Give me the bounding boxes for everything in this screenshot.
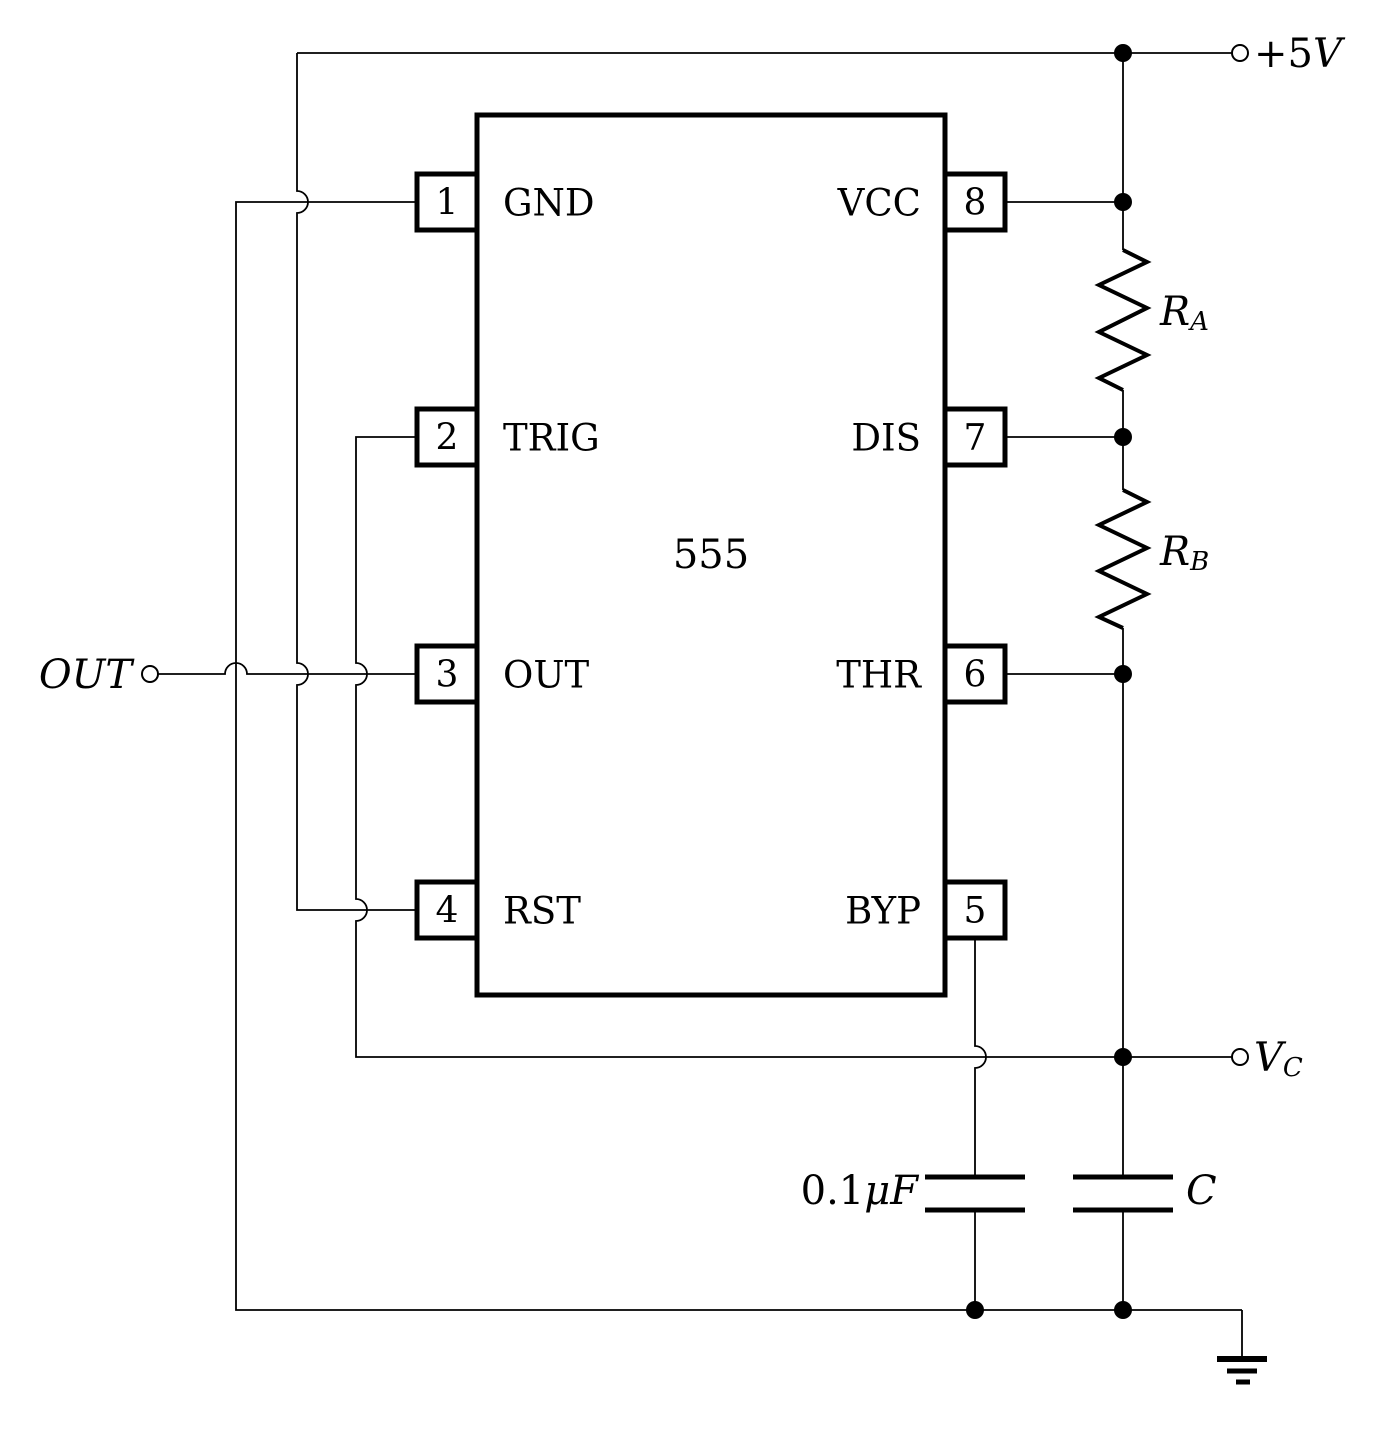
resistor-rb-zigzag [1094,488,1152,630]
junction-dot-supply-rail [1114,44,1132,62]
pin-1-box [414,171,480,233]
wire-trig-to-vc [355,436,1232,1058]
capacitor-bypass: 0.1μF [801,1168,1025,1214]
terminal-vc-node [1231,1048,1249,1066]
capacitor-bypass-label: 0.1μF [801,1168,920,1214]
junction-dot-dis [1114,428,1132,446]
capacitor-c: C [1073,1168,1217,1214]
resistor-ra-zigzag [1094,248,1152,392]
pin-8-box [942,171,1008,233]
pin-5-number: 5 [964,891,987,932]
pin-label-dis: DIS [851,417,921,460]
junction-dots [966,44,1132,1319]
pin-8-number: 8 [964,183,987,224]
pin-2-number: 2 [436,418,459,459]
wire-out [158,662,417,675]
pin-3-number: 3 [436,655,459,696]
terminal-out: OUT [39,652,159,698]
pin-label-trig: TRIG [503,417,600,460]
resistor-ra-label: RA [1159,289,1209,337]
pin-label-out: OUT [503,654,590,697]
ic-body [474,112,948,998]
terminal-supply-node [1231,44,1249,62]
junction-dot-ground-byp [966,1301,984,1319]
resistor-rb-label: RB [1159,529,1209,577]
pin-label-thr: THR [836,654,922,697]
pin-label-byp: BYP [845,890,921,933]
resistor-rb: RB [1094,488,1209,630]
pin-2-box [414,406,480,468]
terminal-supply-label: +5V [1254,31,1346,77]
pin-7-number: 7 [964,418,987,459]
wires [158,52,1242,1311]
wire-byp-upper [974,938,987,1177]
junction-dot-vc [1114,1048,1132,1066]
terminal-out-label: OUT [39,652,136,698]
junction-dot-thr [1114,665,1132,683]
wire-gnd-to-ground-rail [235,201,1242,1311]
pin-label-vcc: VCC [837,182,921,225]
pin-7-box [942,406,1008,468]
junction-dot-ground-rail [1114,1301,1132,1319]
pin-6-box [942,643,1008,705]
pin-4-box [414,879,480,941]
pin-1-number: 1 [436,183,459,224]
resistor-ra: RA [1094,248,1209,392]
pin-6-number: 6 [964,655,987,696]
pin-4-number: 4 [436,891,459,932]
pin-label-rst: RST [503,890,581,933]
terminal-out-node [141,665,159,683]
pin-label-gnd: GND [503,182,595,225]
terminal-vc: VC [1231,1035,1303,1083]
ground-symbol [1217,1310,1267,1385]
pin-3-box [414,643,480,705]
wire-supply-to-rst [296,53,417,911]
terminal-supply: +5V [1231,31,1346,77]
pin-5-box [942,879,1008,941]
ic-555: 555 1 2 3 4 8 7 6 5 GND TRIG OUT RST VCC… [414,112,1008,998]
terminal-vc-label: VC [1254,1035,1303,1083]
ic-name: 555 [673,532,749,578]
junction-dot-vcc [1114,193,1132,211]
capacitor-c-label: C [1186,1168,1217,1214]
